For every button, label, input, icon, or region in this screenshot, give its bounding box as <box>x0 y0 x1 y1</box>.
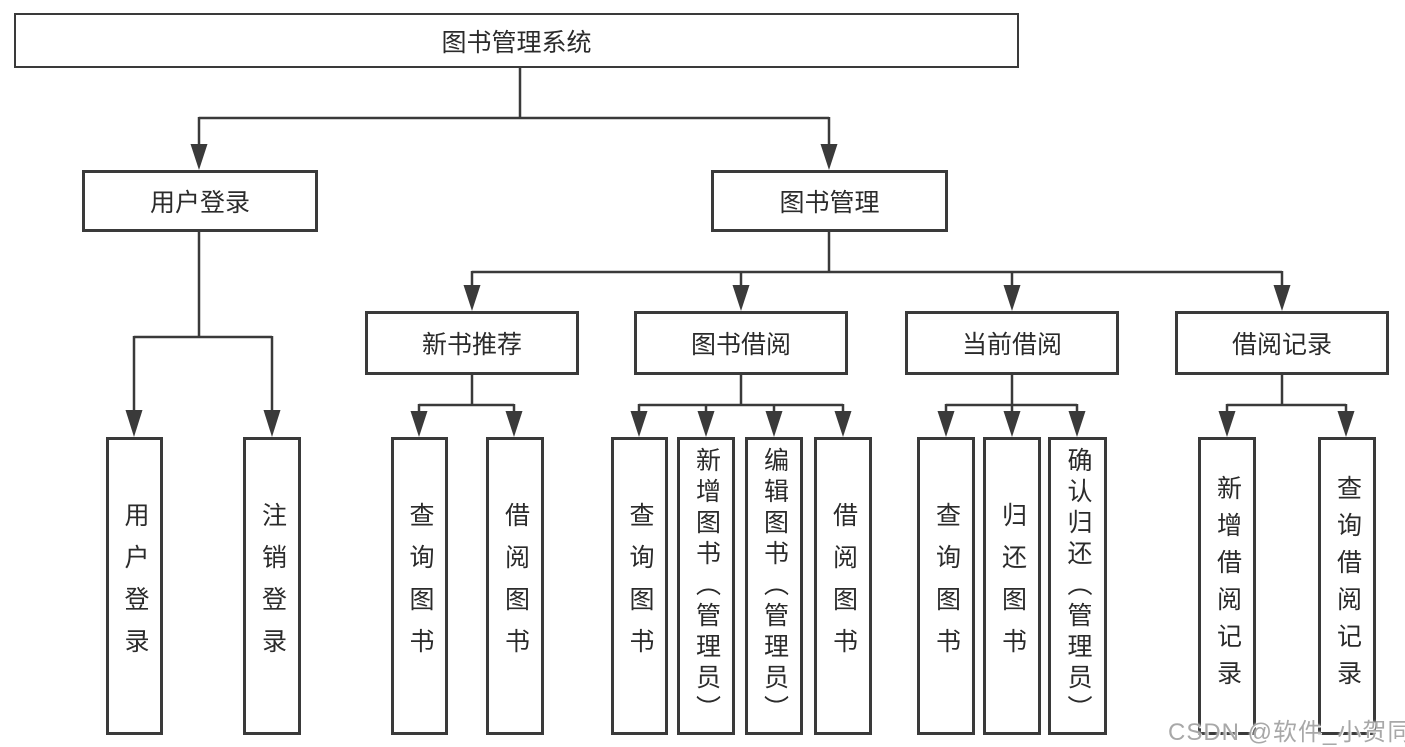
node-library-management-system: 图书管理系统 <box>14 13 1019 68</box>
node-current-borrowing: 当前借阅 <box>905 311 1119 375</box>
node-borrowing-records: 借阅记录 <box>1175 311 1389 375</box>
node-label: 图书借阅 <box>690 331 791 359</box>
leaf-query-books-borrow: 查询图书 <box>611 437 668 735</box>
watermark: CSDN @软件_小贺同学 <box>1168 719 1405 746</box>
leaf-label: 新增借阅记录 <box>1213 475 1242 697</box>
arrowhead <box>410 411 428 437</box>
leaf-label: 查询图书 <box>932 502 961 670</box>
arrowhead <box>1003 285 1021 311</box>
arrowhead <box>937 411 955 437</box>
node-label: 新书推荐 <box>421 331 522 359</box>
arrowhead <box>1003 411 1021 437</box>
node-label: 用户登录 <box>149 189 250 217</box>
connector-bookmgmt-to-level3 <box>470 232 1284 287</box>
arrowhead <box>765 411 783 437</box>
arrowhead <box>630 411 648 437</box>
arrowhead <box>190 144 208 170</box>
leaf-return-books: 归还图书 <box>983 437 1041 735</box>
arrowhead <box>820 144 838 170</box>
leaf-edit-books-admin: 编辑图书（管理员） <box>745 437 803 735</box>
leaf-label: 查询图书 <box>626 502 654 670</box>
arrowhead <box>697 411 715 437</box>
leaf-borrow-books-recommend: 借阅图书 <box>486 437 544 735</box>
leaf-add-borrow-record: 新增借阅记录 <box>1198 437 1256 735</box>
arrowhead <box>1068 411 1086 437</box>
leaf-label: 归还图书 <box>998 502 1027 670</box>
connector-level3-to-leaves <box>417 375 1348 413</box>
leaf-label: 用户登录 <box>121 502 149 670</box>
arrowhead <box>463 285 481 311</box>
leaf-user-login: 用户登录 <box>106 437 163 735</box>
node-book-management: 图书管理 <box>711 170 948 232</box>
node-new-book-recommendation: 新书推荐 <box>365 311 579 375</box>
leaf-borrow-books: 借阅图书 <box>814 437 872 735</box>
leaf-label: 借阅图书 <box>501 502 530 670</box>
arrowhead <box>505 411 523 437</box>
arrowhead <box>1218 411 1236 437</box>
leaf-query-borrow-record: 查询借阅记录 <box>1318 437 1376 735</box>
node-book-borrowing: 图书借阅 <box>634 311 848 375</box>
arrowhead <box>732 285 750 311</box>
leaf-label: 注销登录 <box>258 502 287 670</box>
connector-root-to-level2 <box>197 68 831 146</box>
node-user-login: 用户登录 <box>82 170 318 232</box>
connector-userlogin-to-leaves <box>132 232 274 412</box>
leaf-query-books-current: 查询图书 <box>917 437 975 735</box>
leaf-label: 确认归还（管理员） <box>1064 446 1092 726</box>
arrowhead <box>1337 411 1355 437</box>
leaf-label: 查询图书 <box>406 502 434 670</box>
leaf-logout: 注销登录 <box>243 437 301 735</box>
arrowhead <box>263 410 281 437</box>
node-label: 当前借阅 <box>961 331 1062 359</box>
node-label: 图书管理系统 <box>441 28 592 57</box>
leaf-label: 编辑图书（管理员） <box>760 446 789 726</box>
arrowhead <box>1273 285 1291 311</box>
leaf-label: 新增图书（管理员） <box>692 446 721 726</box>
leaf-add-books-admin: 新增图书（管理员） <box>677 437 735 735</box>
leaf-label: 借阅图书 <box>829 502 858 670</box>
leaf-confirm-return-admin: 确认归还（管理员） <box>1048 437 1107 735</box>
arrowhead <box>125 410 143 437</box>
node-label: 借阅记录 <box>1231 331 1332 359</box>
arrowhead <box>834 411 852 437</box>
leaf-label: 查询借阅记录 <box>1333 475 1362 697</box>
node-label: 图书管理 <box>779 189 880 217</box>
leaf-query-books-recommend: 查询图书 <box>391 437 448 735</box>
